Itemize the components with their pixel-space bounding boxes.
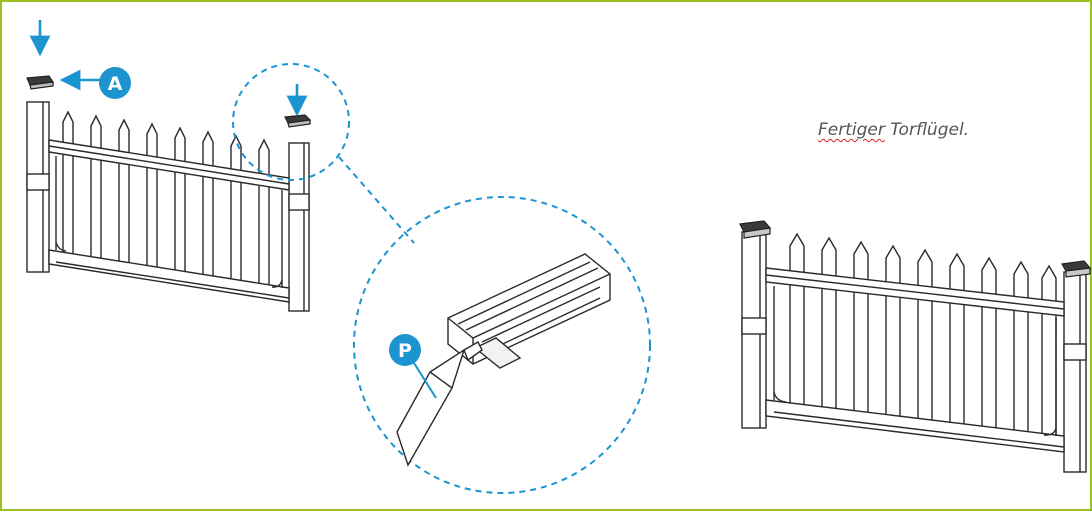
finished-gate-caption: Fertiger Torflügel. — [818, 120, 969, 140]
caption-word-1: Fertiger — [818, 120, 885, 140]
installed-post-cap-left — [739, 220, 772, 239]
left-gate-panel — [26, 101, 310, 312]
pry-tool — [396, 341, 483, 467]
callout-a: A — [99, 67, 131, 99]
detail-source-circle — [232, 63, 350, 181]
loose-post-cap-left — [26, 75, 55, 90]
pointer-line-icon — [413, 362, 437, 399]
callout-p: P — [389, 334, 421, 366]
detail-connector-line — [338, 156, 415, 244]
callout-a-label: A — [108, 73, 123, 95]
installed-post-cap-right — [1061, 260, 1092, 278]
zoomed-post-cap — [447, 253, 611, 369]
detail-zoom-circle — [353, 196, 651, 494]
finished-gate-panel — [741, 231, 1087, 473]
caption-word-2: Torflügel. — [890, 120, 970, 140]
loose-post-cap-right — [284, 114, 312, 128]
callout-p-label: P — [398, 340, 412, 362]
